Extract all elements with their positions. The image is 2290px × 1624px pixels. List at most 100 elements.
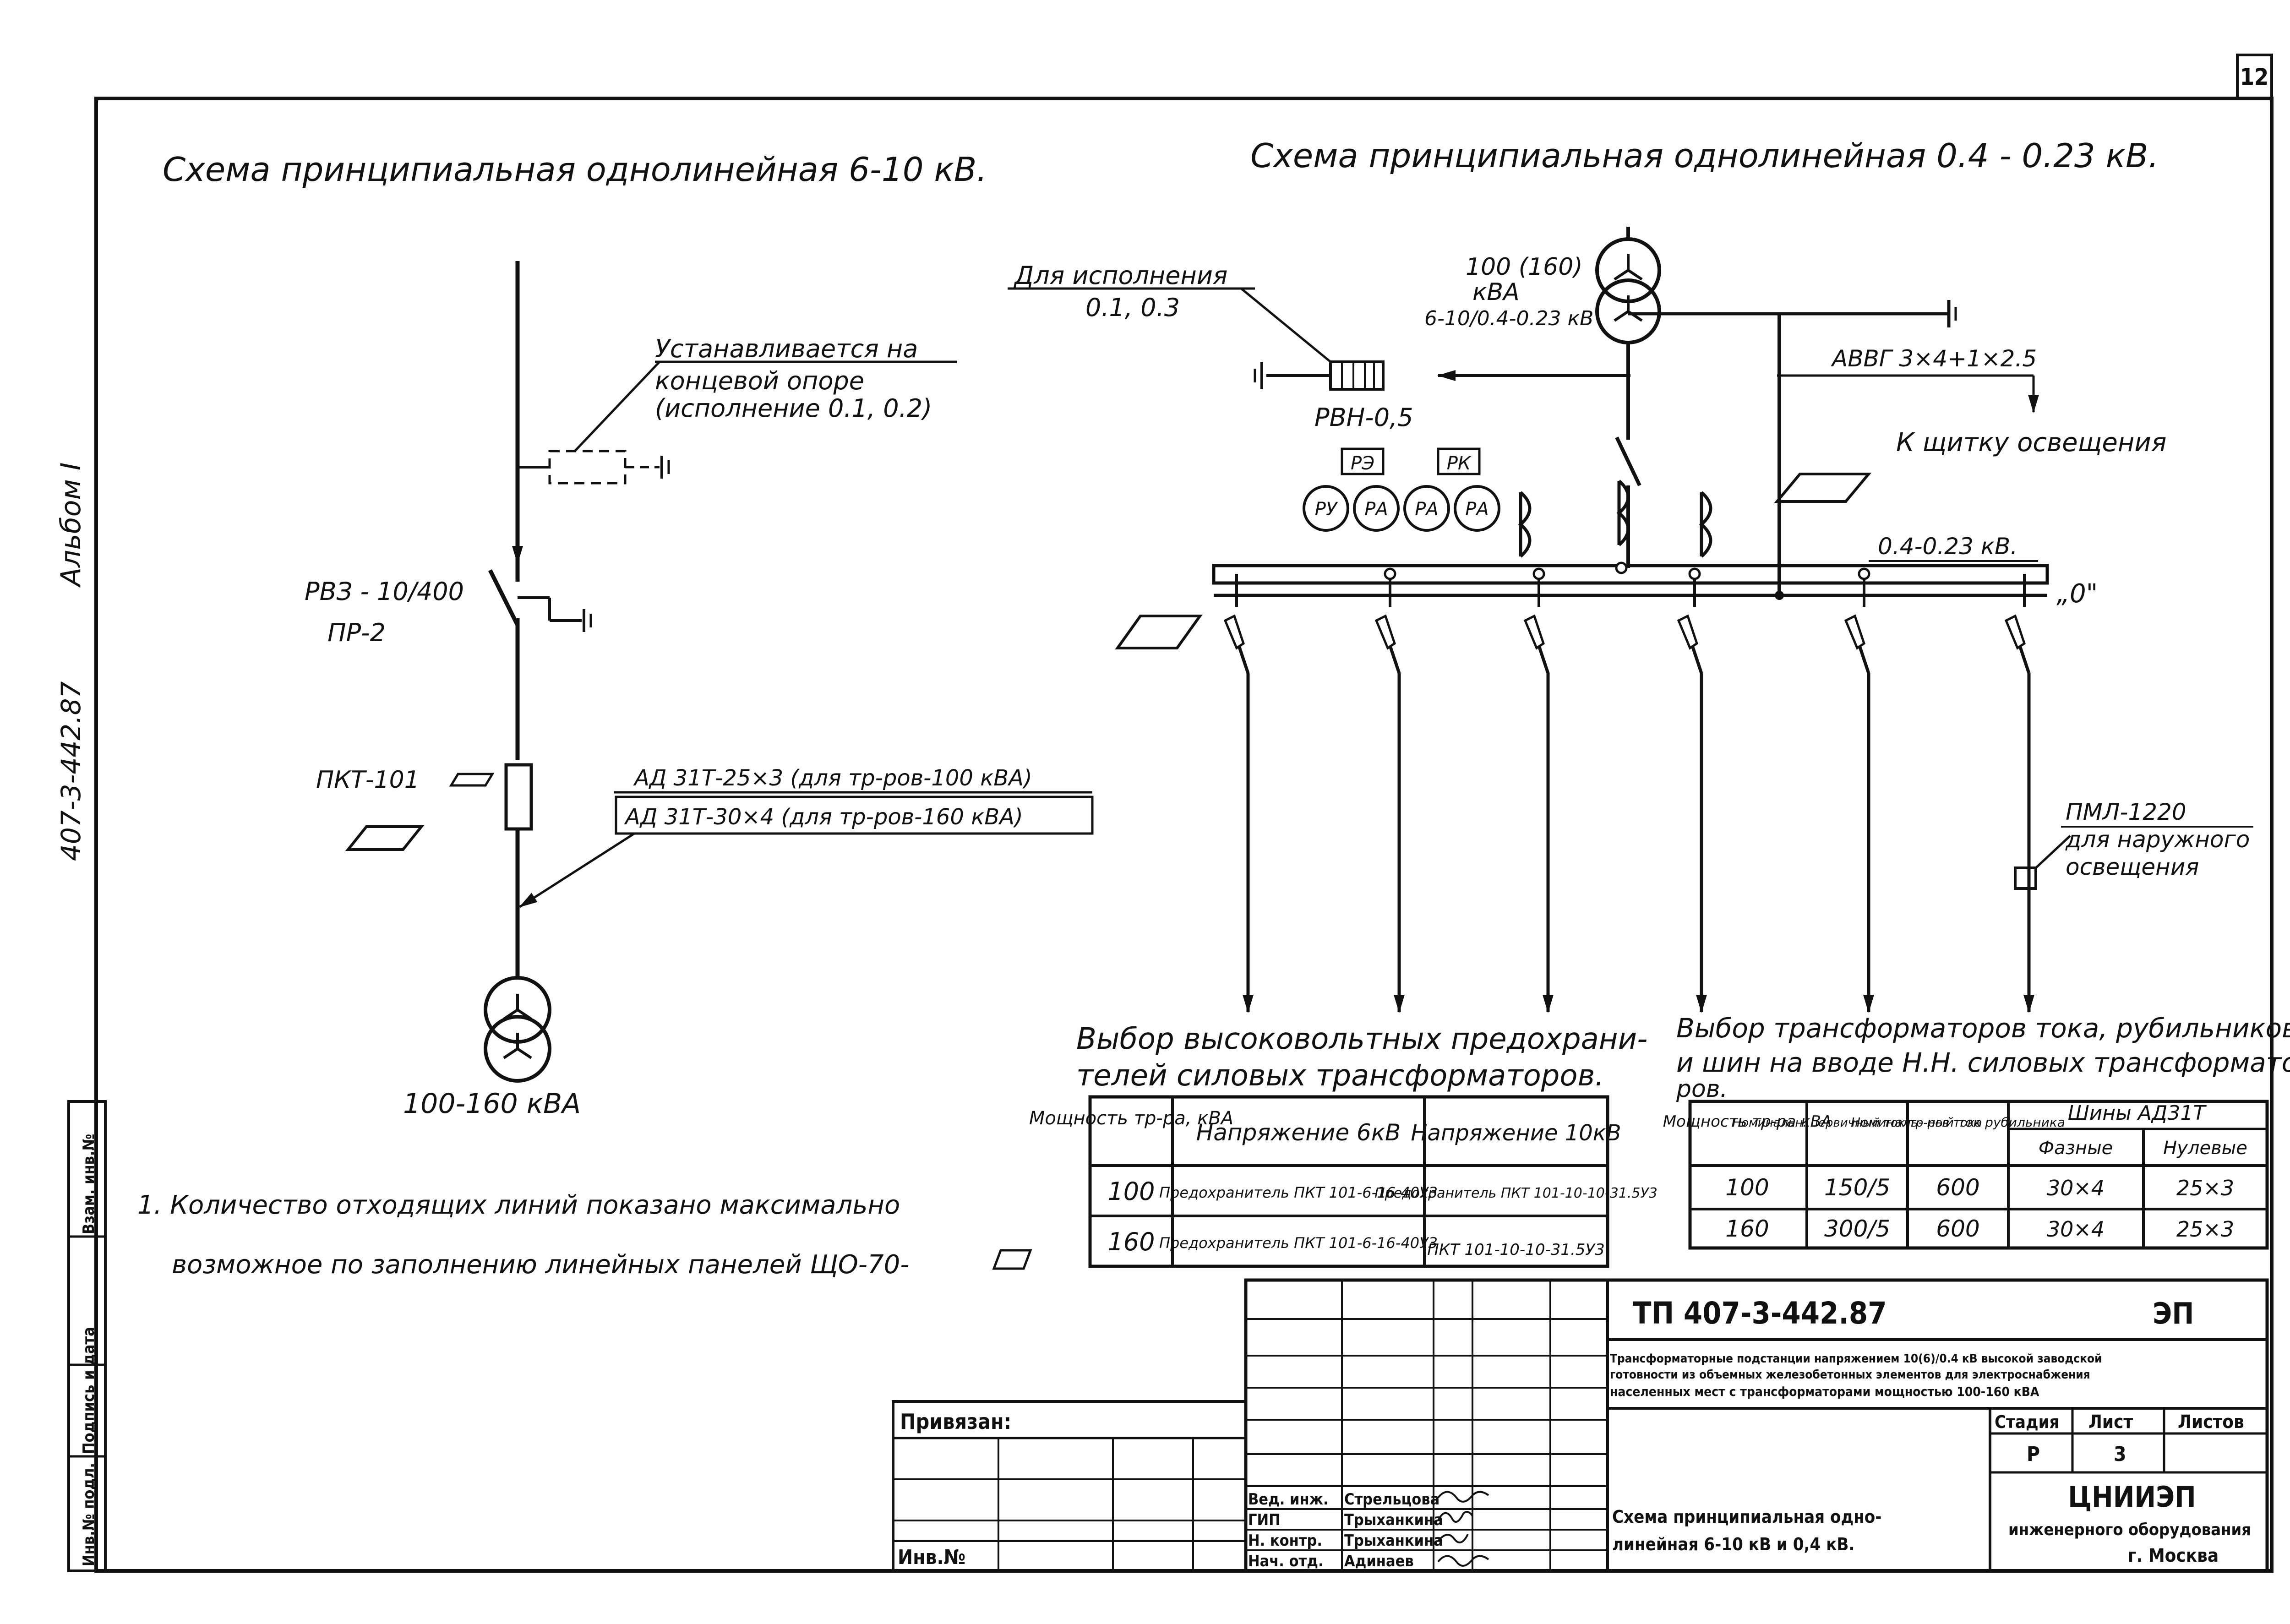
relay-label-1: РЭ — [1351, 453, 1374, 474]
cable-label-1: АД 31Т-25×3 (для тр-ров-100 кВА) — [633, 765, 1032, 791]
install-note-3: (исполнение 0.1, 0.2) — [655, 394, 932, 423]
table-lv-row2-neutral: 25×3 — [2176, 1217, 2234, 1242]
schema-lv: Схема принципиальная однолинейная 0.4 - … — [1008, 136, 2253, 1013]
table-lv-title-3: ров. — [1676, 1075, 1728, 1103]
meter-label-2: РА — [1364, 499, 1388, 520]
name-4: Адинаев — [1344, 1552, 1414, 1570]
table-lv-row2-power: 160 — [1725, 1215, 1769, 1242]
table-hv-fuses: Выбор высоковольтных предохрани- телей с… — [1029, 1022, 1658, 1268]
table-hv-row1-6kv: Предохранитель ПКТ 101-6-16-40У3 — [1159, 1184, 1438, 1201]
table-hv-row2-power: 160 — [1107, 1227, 1155, 1256]
stamp-label-inv: Инв.№ подл. — [80, 1463, 98, 1566]
table-hv-title-1: Выбор высоковольтных предохрани- — [1076, 1022, 1647, 1056]
table-lv-row1-ct: 150/5 — [1824, 1174, 1890, 1201]
bound-label: Привязан: — [900, 1409, 1011, 1434]
table-lv-header-ct: Номинальн. первичный ток тр-ров тока — [1733, 1116, 1982, 1130]
lv-trans-label-2: кВА — [1472, 278, 1520, 306]
lv-transformer-symbol — [1595, 237, 1661, 344]
name-1: Стрельцова — [1344, 1490, 1439, 1509]
fuse-label: ПКТ-101 — [316, 766, 420, 794]
lv-feeder-panel-mark — [1115, 615, 1203, 649]
org-name: ЦНИИЭП — [2068, 1480, 2196, 1514]
lighting-label: К щитку освещения — [1896, 428, 2167, 458]
switch-label-2: ПР-2 — [327, 618, 386, 647]
sheets-header: Листов — [2178, 1411, 2244, 1433]
table-lv-title-1: Выбор трансформаторов тока, рубильников — [1676, 1013, 2290, 1044]
description-1: Трансформаторные подстанции напряжением … — [1610, 1352, 2102, 1366]
cable-label-box — [615, 796, 1094, 835]
neutral-label: „0" — [2056, 579, 2098, 609]
table-hv-row1-power: 100 — [1107, 1177, 1155, 1206]
drawing-title-2: линейная 6-10 кВ и 0,4 кВ. — [1612, 1534, 1854, 1554]
relay-label-2: РК — [1447, 453, 1472, 474]
meter-label-4: РА — [1465, 499, 1488, 520]
schema-hv-title: Схема принципиальная однолинейная 6-10 к… — [163, 150, 987, 189]
stage-header: Стадия — [1995, 1412, 2059, 1432]
table-hv-header-10kv: Напряжение 10кВ — [1411, 1120, 1621, 1146]
table-hv-row1-10kv: Предохранитель ПКТ 101-10-10-31.5У3 — [1374, 1185, 1658, 1201]
meter-label-1: РУ — [1315, 499, 1338, 520]
cable-label-2: АД 31Т-30×4 (для тр-ров-160 кВА) — [624, 804, 1023, 830]
schema-hv: Схема принципиальная однолинейная 6-10 к… — [163, 150, 1094, 1120]
feeder-lines — [1243, 673, 2034, 1013]
hv-fuse — [504, 763, 533, 831]
table-lv-row1-switch: 600 — [1936, 1174, 1979, 1201]
starter-label-3: освещения — [2066, 854, 2199, 880]
lv-trans-label-3: 6-10/0.4-0.23 кВ — [1424, 307, 1593, 330]
variant-note-1: Для исполнения — [1014, 261, 1227, 290]
table-lv-row2-ct: 300/5 — [1824, 1215, 1890, 1242]
hv-transformer-label: 100-160 кВА — [403, 1088, 581, 1120]
drawing-title-1: Схема принципиальная одно- — [1612, 1507, 1881, 1527]
table-lv-header-switch: Номиналь- ный ток рубильника — [1851, 1115, 2065, 1130]
sheet-header: Лист — [2088, 1411, 2133, 1433]
arrester-label: РВН-0,5 — [1314, 403, 1413, 432]
name-2: Трыханкина — [1344, 1511, 1443, 1529]
busbar-0.4kv — [1212, 564, 2049, 585]
switch-label-1: РВЗ - 10/400 — [305, 577, 464, 606]
lv-surge-arrester — [1329, 360, 1385, 391]
variant-note-2: 0.1, 0.3 — [1085, 293, 1180, 322]
table-lv-row1-power: 100 — [1725, 1174, 1769, 1201]
name-3: Трыханкина — [1344, 1531, 1443, 1550]
feeder-switches — [1223, 614, 2031, 674]
table-lv-row1-neutral: 25×3 — [2176, 1176, 2234, 1200]
note-line-2: возможное по заполнению линейных панелей… — [172, 1250, 909, 1280]
sheet-number: 12 — [2240, 64, 2269, 90]
stamp-label-sign: Подпись и дата — [80, 1327, 98, 1454]
left-stamp: Инв.№ подл. Подпись и дата Взам. инв.№ — [67, 1100, 107, 1572]
install-note-2: концевой опоре — [655, 366, 864, 395]
table-lv-header-power: Мощность тр-ра кВА — [1663, 1112, 1832, 1131]
org-dept: инженерного оборудования — [2008, 1520, 2251, 1539]
stamp-label-replace: Взам. инв.№ — [80, 1134, 98, 1234]
hv-transformer-symbol — [484, 976, 551, 1083]
description-2: готовности из объемных железобетонных эл… — [1610, 1368, 2090, 1382]
table-lv: Выбор трансформаторов тока, рубильников … — [1663, 1013, 2290, 1250]
album-side-label: Альбом I 407-3-442.87 — [55, 463, 87, 861]
bus-label: 0.4-0.23 кВ. — [1878, 533, 2017, 560]
role-4: Нач. отд. — [1248, 1552, 1324, 1570]
meters: РУ РА РА РА — [1303, 485, 1500, 532]
table-hv-title-2: телей силовых трансформаторов. — [1076, 1059, 1604, 1093]
role-1: Вед. инж. — [1248, 1490, 1329, 1509]
outdoor-lighting-starter — [2014, 866, 2037, 890]
org-city: г. Москва — [2128, 1545, 2219, 1566]
note-line-1: 1. Количество отходящих линий показано м… — [137, 1190, 900, 1220]
drawing-mark: ЭП — [2153, 1297, 2194, 1331]
cable-lv-label: АВВГ 3×4+1×2.5 — [1831, 345, 2037, 372]
schema-note: 1. Количество отходящих линий показано м… — [137, 1190, 1032, 1280]
table-lv-row2-phase: 30×4 — [2047, 1217, 2105, 1242]
fuse-panel-mark — [449, 773, 495, 787]
table-lv-header-bus: Шины АД31Т — [2068, 1101, 2207, 1125]
install-leader — [574, 361, 660, 452]
album-label: Альбом I — [55, 463, 87, 589]
table-hv-row2-6kv: Предохранитель ПКТ 101-6-16-40У3 — [1159, 1234, 1438, 1252]
meter-label-3: РА — [1415, 499, 1438, 520]
album-code: 407-3-442.87 — [55, 681, 87, 861]
disconnector-switch — [488, 569, 520, 627]
table-hv-header-power: Мощность тр-ра, кВА — [1029, 1108, 1233, 1129]
starter-label-2: для наружного — [2065, 826, 2250, 853]
current-transformers — [1518, 480, 1712, 558]
inv-label: Инв.№ — [898, 1546, 965, 1569]
taps — [1235, 574, 2026, 607]
